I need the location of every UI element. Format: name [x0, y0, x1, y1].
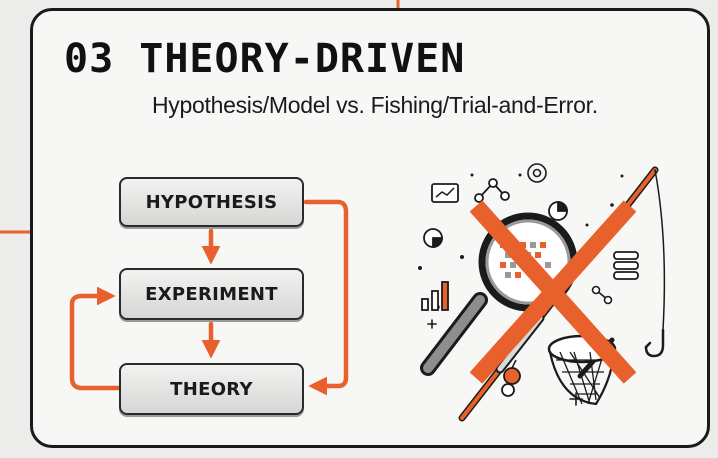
node-graph-icon — [474, 178, 510, 203]
slide-subtitle: Hypothesis/Model vs. Fishing/Trial-and-E… — [152, 92, 598, 118]
slide-title: 03 THEORY-DRIVEN — [64, 36, 466, 82]
fish-hook-icon — [644, 328, 665, 358]
pie-chart-icon — [548, 201, 568, 221]
target-icon — [527, 163, 547, 183]
step-theory: THEORY — [119, 363, 304, 415]
molecule-icon — [591, 285, 613, 305]
arrow-theory-to-experiment — [69, 286, 123, 391]
bug-icon — [501, 359, 521, 397]
arrow-hypothesis-to-theory — [303, 199, 349, 396]
step-hypothesis: HYPOTHESIS — [119, 177, 304, 227]
step-experiment: EXPERIMENT — [119, 268, 304, 320]
bar-chart-icon — [421, 281, 449, 311]
database-icon — [613, 251, 639, 280]
pie-chart-icon — [423, 228, 443, 248]
cross-out-icon — [469, 200, 637, 384]
chart-card-icon — [431, 183, 459, 203]
